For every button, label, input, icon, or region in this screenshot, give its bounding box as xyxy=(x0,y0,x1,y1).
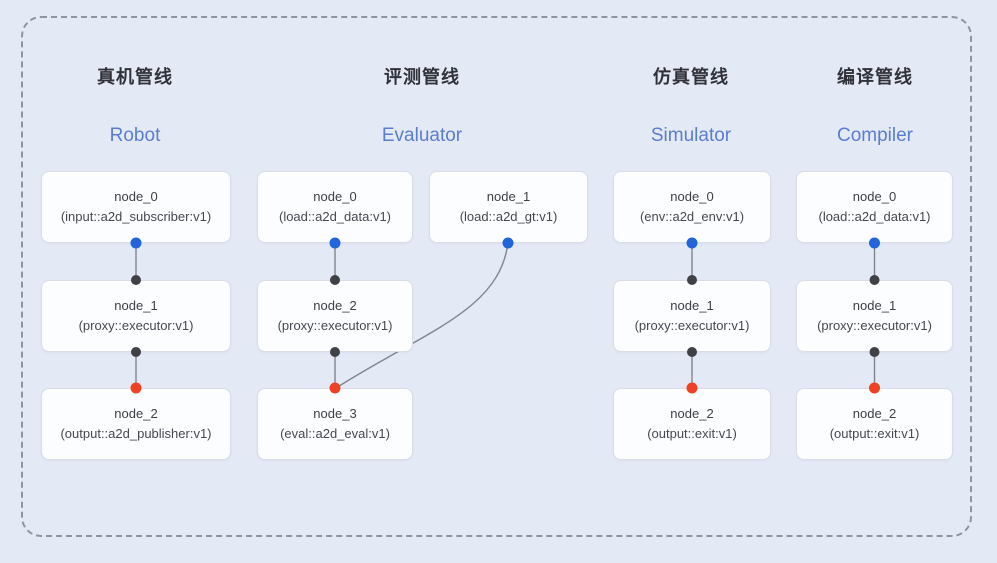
node-evaluator-1: node_1 (load::a2d_gt:v1) xyxy=(429,171,588,243)
node-compiler-2: node_2 (output::exit:v1) xyxy=(796,388,953,460)
node-type: (eval::a2d_eval:v1) xyxy=(280,426,390,441)
node-compiler-1: node_1 (proxy::executor:v1) xyxy=(796,280,953,352)
node-simulator-0: node_0 (env::a2d_env:v1) xyxy=(613,171,771,243)
node-name: node_1 xyxy=(114,298,158,313)
node-type: (load::a2d_data:v1) xyxy=(278,209,392,224)
pipeline-title-cn: 编译管线 xyxy=(837,67,913,87)
node-type: (output::a2d_publisher:v1) xyxy=(60,426,212,441)
node-evaluator-2: node_2 (proxy::executor:v1) xyxy=(257,280,413,352)
pipeline-title-cn: 真机管线 xyxy=(97,67,173,87)
pipeline-title-en: Simulator xyxy=(650,125,732,146)
node-robot-1: node_1 (proxy::executor:v1) xyxy=(41,280,231,352)
node-robot-2: node_2 (output::a2d_publisher:v1) xyxy=(41,388,231,460)
node-simulator-1: node_1 (proxy::executor:v1) xyxy=(613,280,771,352)
node-name: node_0 xyxy=(852,189,897,204)
node-type: (output::exit:v1) xyxy=(829,426,920,441)
pipeline-header-evaluator: 评测管线 Evaluator xyxy=(312,66,532,147)
pipeline-title-en: Compiler xyxy=(836,125,914,146)
pipeline-title-cn: 评测管线 xyxy=(384,67,460,87)
node-name: node_1 xyxy=(486,189,531,204)
node-name: node_2 xyxy=(852,406,897,421)
pipeline-header-simulator: 仿真管线 Simulator xyxy=(581,66,801,147)
node-name: node_2 xyxy=(313,298,357,313)
node-name: node_1 xyxy=(670,298,714,313)
node-evaluator-3: node_3 (eval::a2d_eval:v1) xyxy=(257,388,413,460)
node-type: (load::a2d_data:v1) xyxy=(818,209,931,224)
pipeline-title-en: Evaluator xyxy=(381,125,463,146)
node-name: node_1 xyxy=(852,298,897,313)
node-type: (proxy::executor:v1) xyxy=(817,318,932,333)
pipeline-title-cn: 仿真管线 xyxy=(653,67,729,87)
node-name: node_0 xyxy=(313,189,357,204)
node-type: (proxy::executor:v1) xyxy=(277,318,393,333)
node-name: node_0 xyxy=(114,189,158,204)
node-type: (input::a2d_subscriber:v1) xyxy=(60,209,212,224)
node-type: (output::exit:v1) xyxy=(647,426,737,441)
pipeline-title-en: Robot xyxy=(109,125,161,146)
node-type: (proxy::executor:v1) xyxy=(78,318,194,333)
node-name: node_0 xyxy=(670,189,714,204)
node-name: node_2 xyxy=(114,406,158,421)
node-name: node_2 xyxy=(670,406,714,421)
node-name: node_3 xyxy=(313,406,357,421)
pipeline-header-compiler: 编译管线 Compiler xyxy=(765,66,985,147)
node-robot-0: node_0 (input::a2d_subscriber:v1) xyxy=(41,171,231,243)
node-compiler-0: node_0 (load::a2d_data:v1) xyxy=(796,171,953,243)
node-evaluator-0: node_0 (load::a2d_data:v1) xyxy=(257,171,413,243)
node-simulator-2: node_2 (output::exit:v1) xyxy=(613,388,771,460)
pipeline-header-robot: 真机管线 Robot xyxy=(25,66,245,147)
node-type: (load::a2d_gt:v1) xyxy=(459,209,558,224)
node-type: (proxy::executor:v1) xyxy=(634,318,750,333)
node-type: (env::a2d_env:v1) xyxy=(639,209,745,224)
